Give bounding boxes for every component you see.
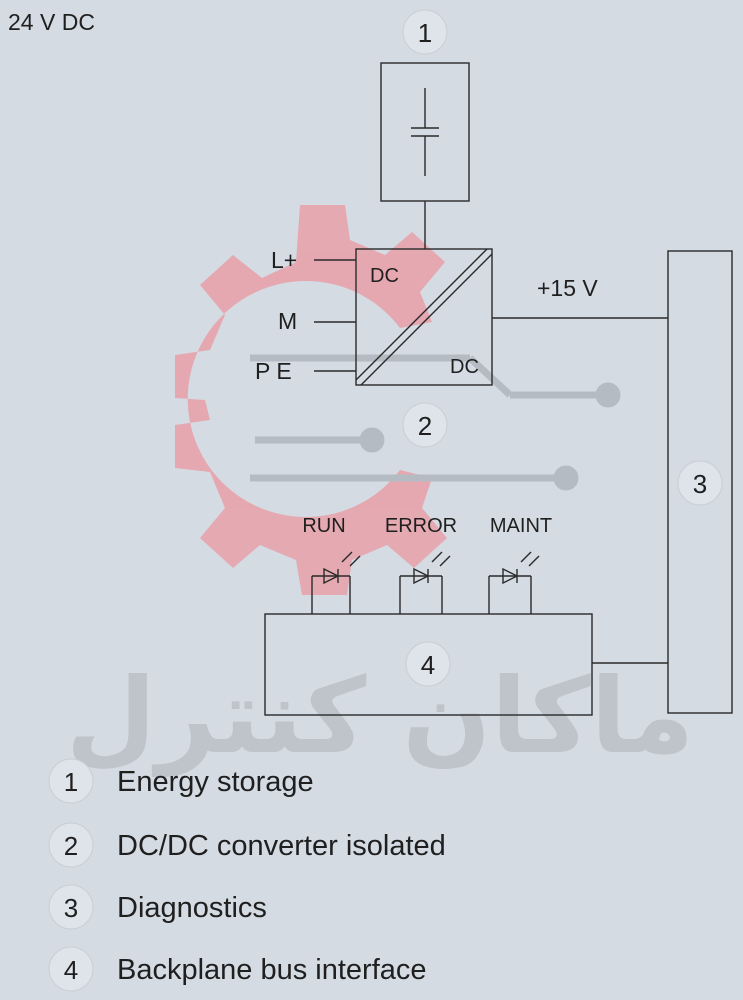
number-badge-3-text: 3: [693, 469, 707, 499]
legend-number: 1: [64, 767, 78, 797]
legend-text: Backplane bus interface: [117, 954, 427, 986]
legend-number: 2: [64, 831, 78, 861]
terminal-pe-label: P E: [255, 358, 292, 384]
number-badge-1-text: 1: [418, 18, 432, 48]
led-run: RUN: [302, 515, 361, 614]
converter-output-label: DC: [450, 356, 479, 378]
energy-storage-block: 1: [380, 9, 470, 249]
supply-label: 24 V DC: [8, 9, 95, 35]
led-maint-label: MAINT: [490, 515, 552, 537]
legend-text: Diagnostics: [117, 892, 267, 924]
dc-dc-converter-block: DC DC 2: [355, 248, 493, 448]
watermark-gear-icon: [175, 205, 447, 595]
legend-text: Energy storage: [117, 766, 314, 798]
terminal-m-label: M: [278, 308, 297, 334]
number-badge-2-text: 2: [418, 411, 432, 441]
number-badge-2: [402, 402, 448, 448]
watermark-logo: [175, 205, 621, 595]
watermark-text: ماکان کنترل: [66, 655, 694, 777]
legend-badge: [48, 946, 94, 992]
led-maint: MAINT: [488, 515, 552, 614]
output-voltage-label: +15 V: [537, 275, 598, 301]
led-error-icon: [399, 551, 451, 614]
led-run-label: RUN: [302, 515, 345, 537]
converter-input-label: DC: [370, 265, 399, 287]
led-error-label: ERROR: [385, 515, 457, 537]
legend: 1 Energy storage 2 DC/DC converter isola…: [48, 758, 446, 992]
legend-text: DC/DC converter isolated: [117, 830, 446, 862]
legend-item: 2 DC/DC converter isolated: [48, 822, 446, 868]
terminal-lplus-label: L+: [271, 247, 297, 273]
legend-number: 4: [64, 955, 78, 985]
diagnostics-block: 3: [667, 250, 733, 714]
legend-item: 3 Diagnostics: [48, 884, 267, 930]
legend-item: 1 Energy storage: [48, 758, 314, 804]
number-badge-3: [677, 460, 723, 506]
capacitor-icon: [411, 88, 439, 176]
led-maint-icon: [488, 551, 540, 614]
number-badge-1: [402, 9, 448, 55]
legend-number: 3: [64, 893, 78, 923]
legend-badge: [48, 884, 94, 930]
legend-badge: [48, 822, 94, 868]
number-badge-4: [405, 641, 451, 687]
legend-item: 4 Backplane bus interface: [48, 946, 427, 992]
backplane-bus-block: 4: [264, 613, 668, 716]
watermark-circuit-icon: [250, 354, 621, 491]
legend-badge: [48, 758, 94, 804]
terminals: L+ M P E: [255, 247, 356, 384]
led-run-icon: [311, 551, 361, 614]
led-error: ERROR: [385, 515, 457, 614]
number-badge-4-text: 4: [421, 650, 435, 680]
